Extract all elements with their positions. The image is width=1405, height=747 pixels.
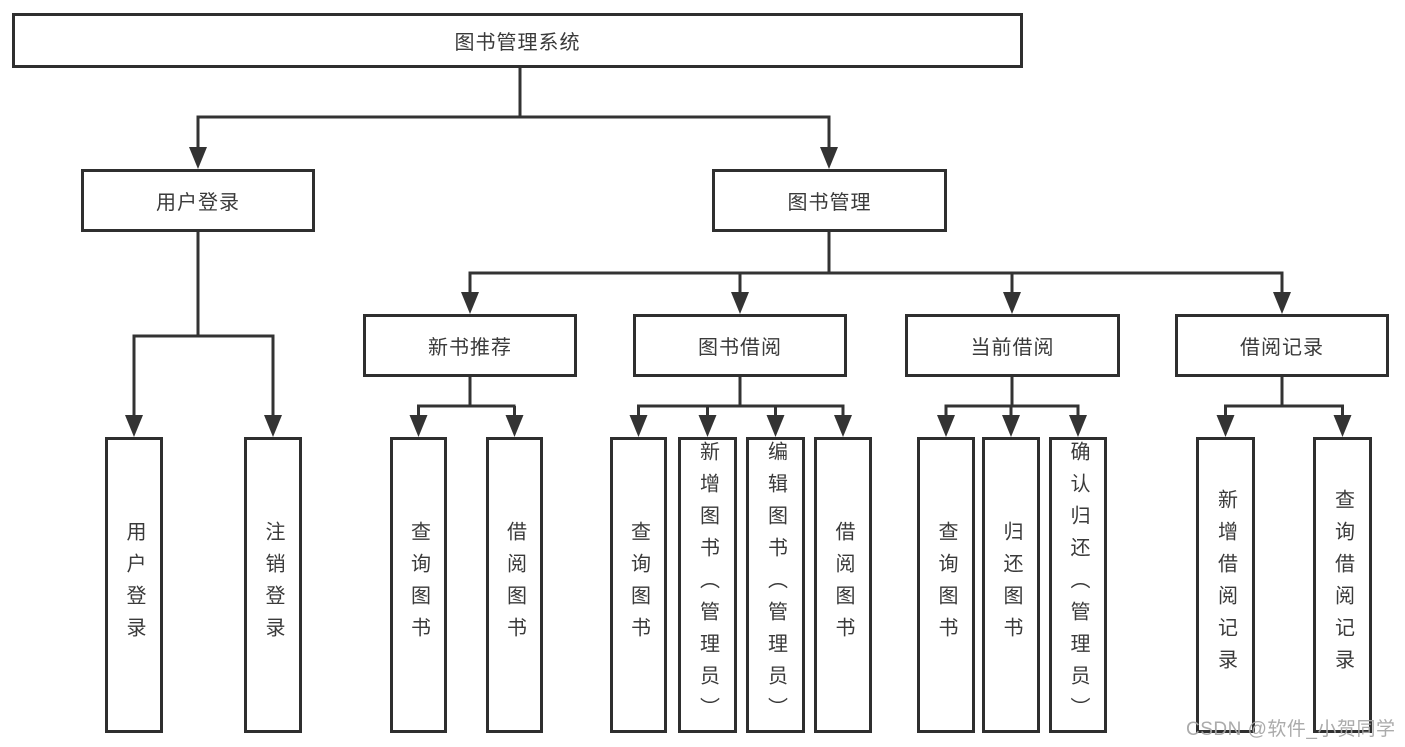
leaf-add-borrow-record: 新增借阅记录 (1196, 437, 1255, 733)
leaf-add-book-admin: 新增图书（管理员） (678, 437, 737, 733)
leaf-borrow-books-recommend: 借阅图书 (486, 437, 543, 733)
node-label: 查询图书 (627, 521, 650, 649)
node-label: 查询图书 (935, 521, 957, 649)
node-label: 查询借阅记录 (1331, 489, 1354, 681)
leaf-confirm-return-admin: 确认归还（管理员） (1049, 437, 1107, 733)
leaf-query-books-current: 查询图书 (917, 437, 975, 733)
node-label: 新书推荐 (428, 337, 512, 359)
node-label: 图书管理系统 (454, 32, 581, 54)
leaf-logout: 注销登录 (244, 437, 302, 733)
node-label: 查询图书 (407, 521, 430, 649)
leaf-user-login: 用户登录 (105, 437, 163, 733)
node-new-book-recommend: 新书推荐 (363, 314, 577, 377)
node-label: 编辑图书（管理员） (764, 441, 787, 729)
node-label: 新增图书（管理员） (696, 441, 719, 729)
node-borrow-records: 借阅记录 (1175, 314, 1389, 377)
node-library-management-system: 图书管理系统 (12, 13, 1023, 68)
node-label: 借阅图书 (832, 521, 854, 649)
node-label: 借阅记录 (1240, 337, 1324, 359)
node-label: 新增借阅记录 (1214, 489, 1237, 681)
node-label: 归还图书 (1000, 521, 1022, 649)
node-label: 图书借阅 (698, 337, 782, 359)
leaf-query-borrow-record: 查询借阅记录 (1313, 437, 1372, 733)
node-book-management: 图书管理 (712, 169, 947, 232)
node-label: 用户登录 (156, 192, 240, 214)
node-label: 用户登录 (123, 521, 145, 649)
node-label: 确认归还（管理员） (1067, 441, 1089, 729)
leaf-query-books-recommend: 查询图书 (390, 437, 447, 733)
node-book-borrow: 图书借阅 (633, 314, 847, 377)
node-user-login: 用户登录 (81, 169, 315, 232)
leaf-edit-book-admin: 编辑图书（管理员） (746, 437, 805, 733)
node-label: 借阅图书 (503, 521, 526, 649)
csdn-watermark: CSDN @软件_小贺同学 (1186, 719, 1396, 740)
node-label: 图书管理 (787, 192, 872, 214)
node-label: 当前借阅 (970, 337, 1055, 359)
leaf-return-book: 归还图书 (982, 437, 1040, 733)
leaf-query-books-borrow: 查询图书 (610, 437, 667, 733)
node-current-borrow: 当前借阅 (905, 314, 1120, 377)
node-label: 注销登录 (262, 521, 284, 649)
leaf-borrow-books-borrow: 借阅图书 (814, 437, 872, 733)
